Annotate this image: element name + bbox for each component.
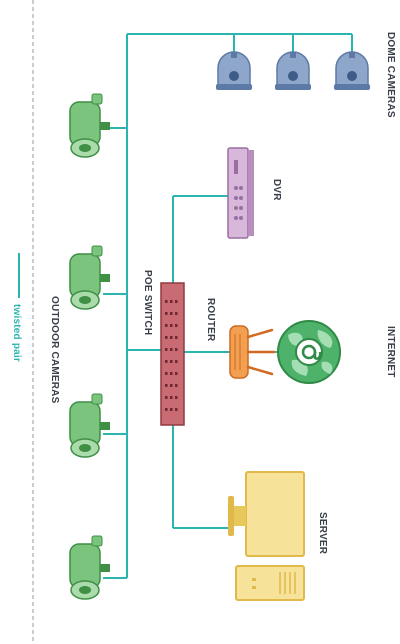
- dome-camera-icon: [334, 51, 370, 90]
- server-icon: [228, 471, 305, 601]
- outdoor-camera-icon: [69, 535, 110, 600]
- outdoor-camera-icon: [69, 393, 110, 458]
- poe-switch-icon: [160, 282, 185, 426]
- router-label: ROUTER: [205, 298, 216, 342]
- dvr-label: DVR: [271, 179, 282, 201]
- server-label: SERVER: [317, 512, 328, 555]
- dome-camera-icon: [275, 51, 311, 90]
- outdoor-camera-icon: [69, 93, 110, 158]
- router-icon: [229, 325, 276, 379]
- cables: [103, 33, 353, 579]
- legend-label: twisted pair: [11, 304, 22, 362]
- poe-switch-label: POE SWITCH: [142, 270, 153, 336]
- dome-camera-icon: [216, 51, 252, 90]
- outdoor-cameras-label: OUTDOOR CAMERAS: [49, 296, 60, 404]
- globe-icon: [277, 320, 341, 384]
- dome-cameras-label: DOME CAMERAS: [385, 32, 396, 118]
- dvr-icon: [227, 147, 254, 239]
- outdoor-camera-icon: [69, 245, 110, 310]
- internet-label: INTERNET: [385, 326, 396, 378]
